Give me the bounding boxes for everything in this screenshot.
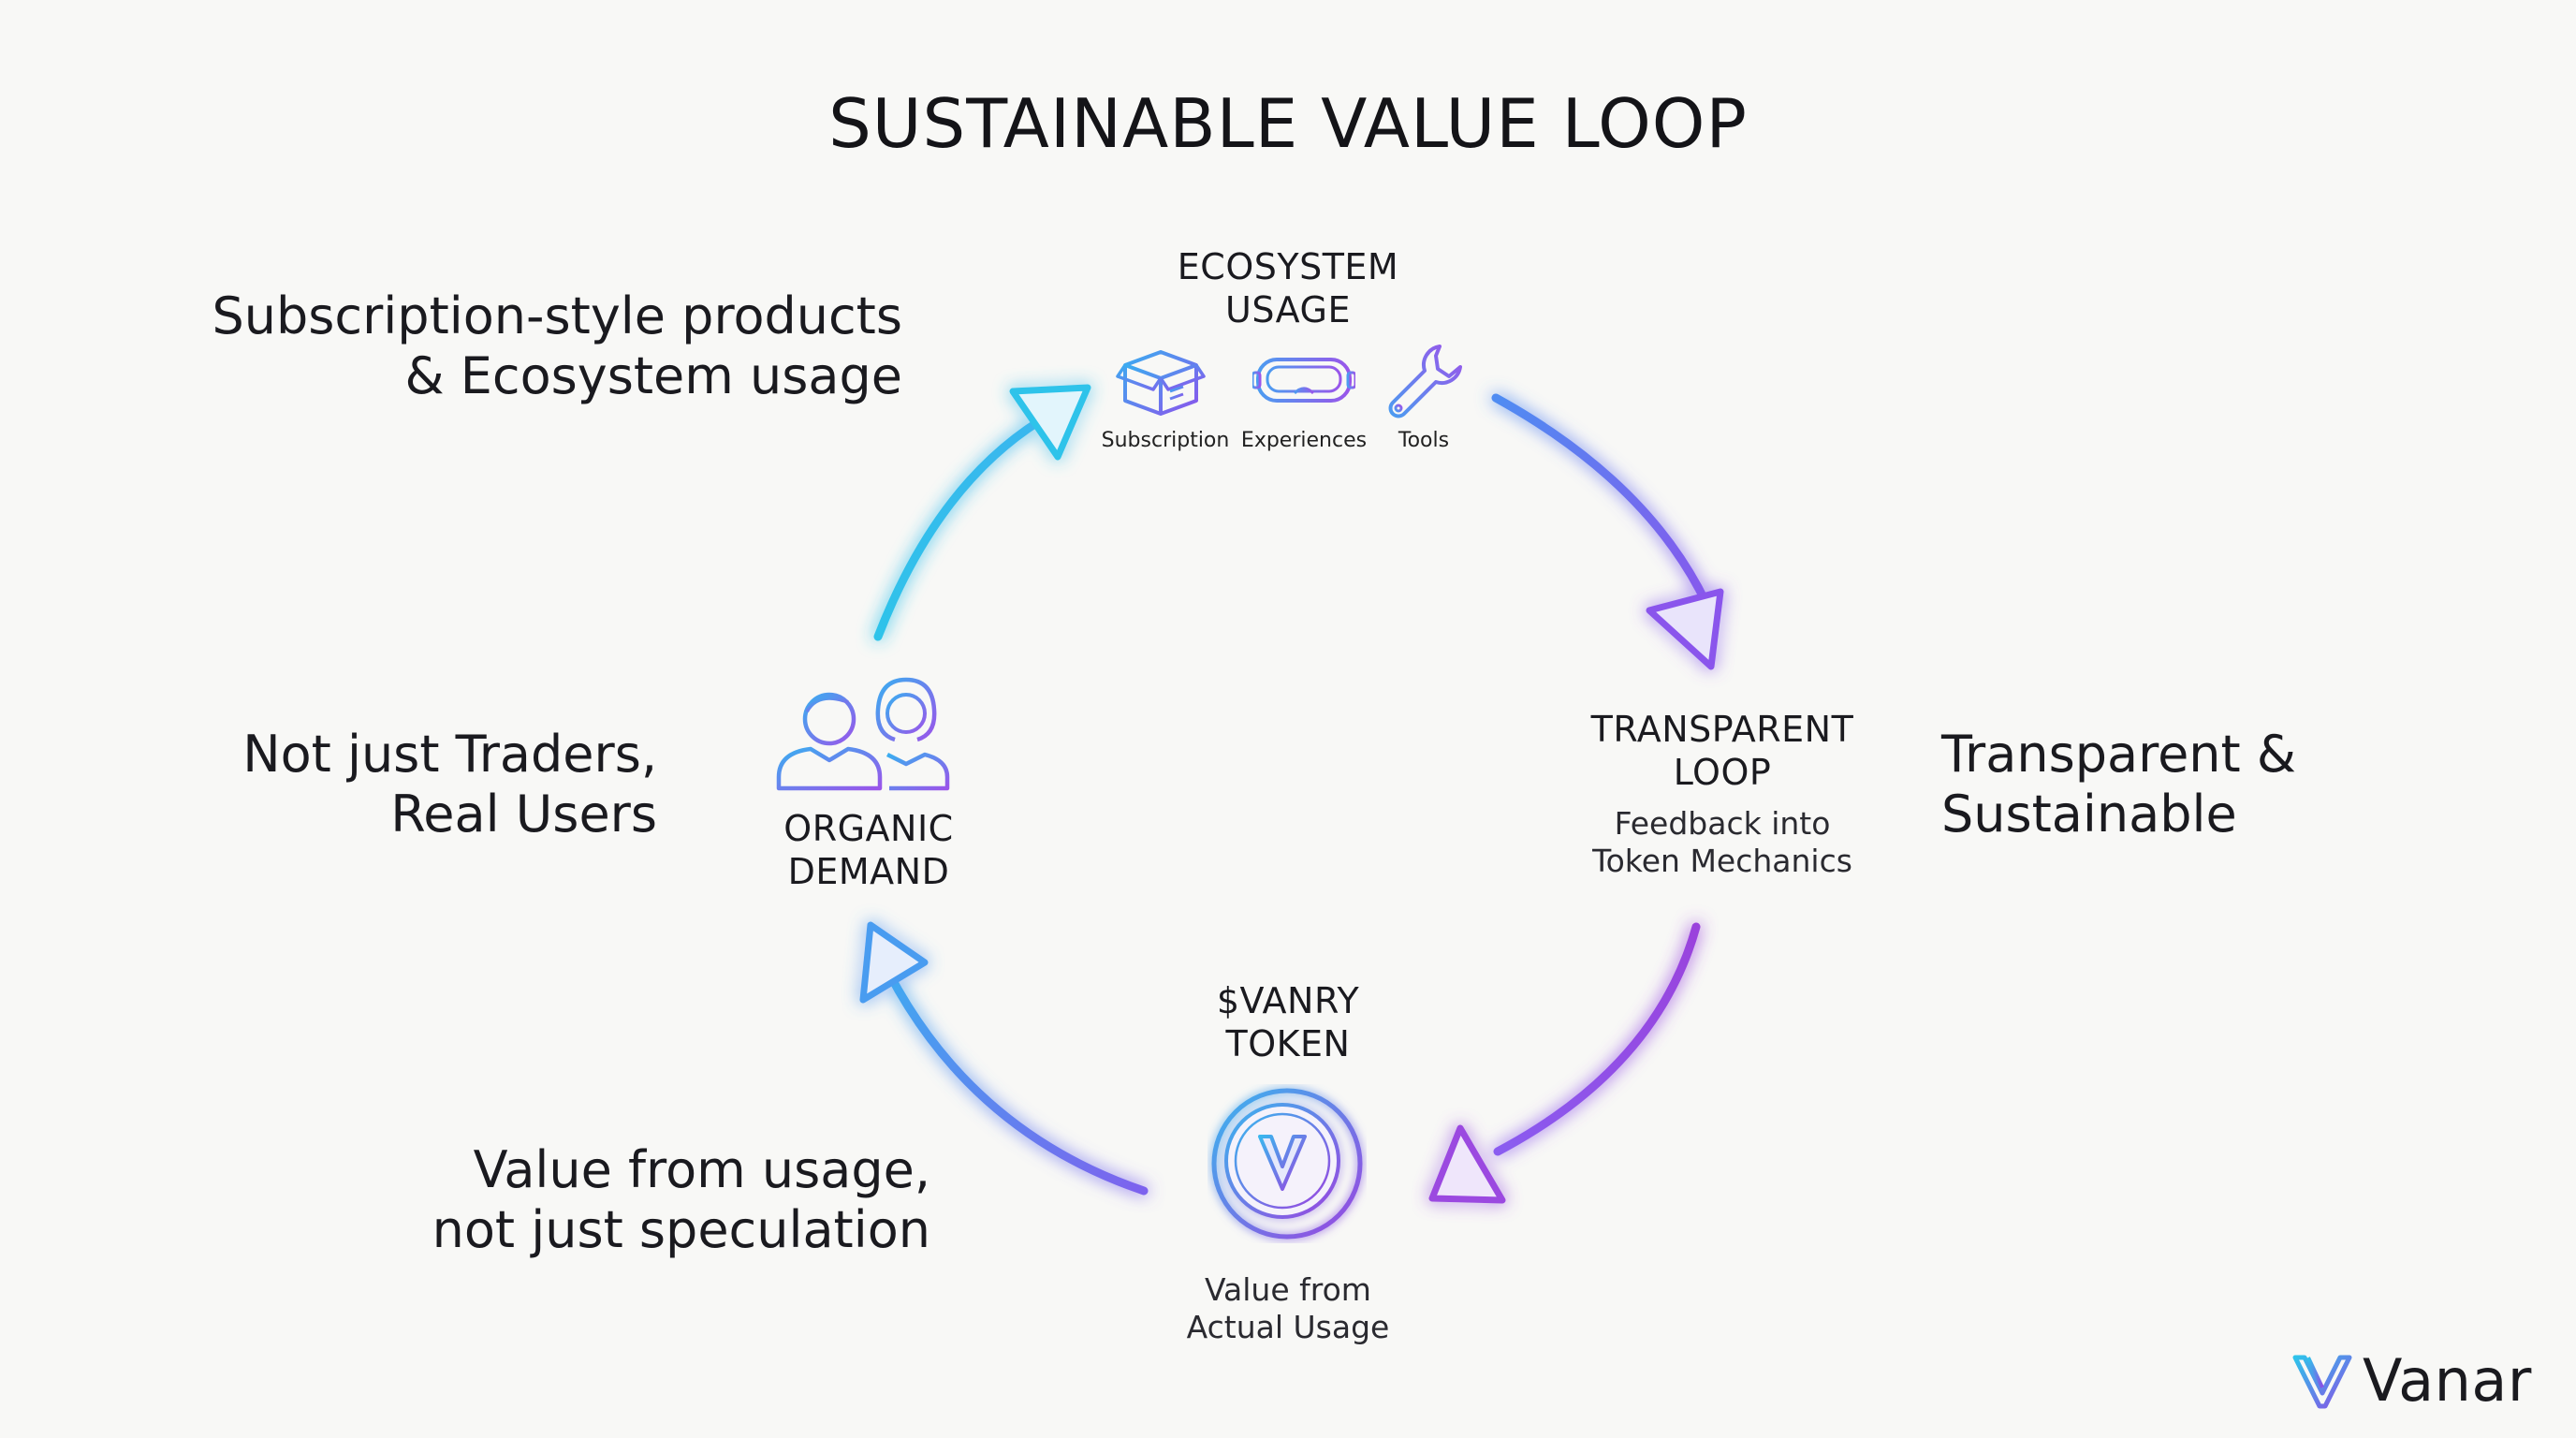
token-node-sub: Value from Actual Usage <box>1101 1271 1475 1346</box>
transparent-sub-line2: Token Mechanics <box>1592 843 1852 879</box>
page-title: SUSTAINABLE VALUE LOOP <box>828 84 1748 163</box>
box-icon <box>1116 350 1206 416</box>
side-mid-right-line2: Sustainable <box>1941 785 2237 844</box>
brand-name: Vanar <box>2363 1346 2532 1415</box>
users-icon <box>776 677 950 791</box>
organic-title-line2: DEMAND <box>787 851 950 892</box>
ecosystem-icon-subscription <box>1114 339 1208 418</box>
side-top-left-line2: & Ecosystem usage <box>404 346 902 405</box>
arrow-ecosystem-to-transparent <box>1491 393 1724 670</box>
token-sub-line2: Actual Usage <box>1186 1309 1390 1345</box>
side-top-left-line1: Subscription-style products <box>212 286 903 345</box>
ecosystem-label-tools: Tools <box>1398 429 1450 452</box>
ecosystem-icon-tools <box>1382 339 1466 423</box>
ecosystem-title-line1: ECOSYSTEM <box>1177 246 1399 287</box>
arrow-organic-to-ecosystem <box>873 384 1091 641</box>
transparent-title-line1: TRANSPARENT <box>1590 709 1854 750</box>
token-title-line1: $VANRY <box>1216 980 1360 1021</box>
arrow-token-to-organic <box>859 921 1149 1196</box>
side-label-mid-right: Transparent & Sustainable <box>1941 725 2466 844</box>
side-label-bottom-left: Value from usage, not just speculation <box>140 1140 930 1260</box>
organic-users <box>773 674 951 796</box>
side-mid-left-line1: Not just Traders, <box>242 725 657 784</box>
wrench-icon <box>1388 345 1462 418</box>
side-bottom-left-line2: not just speculation <box>432 1200 930 1259</box>
side-label-top-left: Subscription-style products & Ecosystem … <box>140 286 903 406</box>
token-title-line2: TOKEN <box>1225 1023 1351 1064</box>
ecosystem-icon-experiences <box>1252 346 1355 412</box>
ecosystem-title-line2: USAGE <box>1225 289 1351 330</box>
brand-logo: Vanar <box>2291 1346 2532 1415</box>
vanar-logo-icon <box>2292 1355 2352 1408</box>
side-mid-right-line1: Transparent & <box>1941 725 2296 784</box>
side-bottom-left-line1: Value from usage, <box>473 1140 930 1199</box>
token-node-title: $VANRY TOKEN <box>1101 979 1475 1065</box>
vr-headset-icon <box>1252 358 1355 403</box>
side-mid-left-line2: Real Users <box>390 785 657 844</box>
ecosystem-label-subscription: Subscription <box>1101 429 1230 452</box>
vanry-coin-icon <box>1211 1088 1363 1240</box>
token-sub-line1: Value from <box>1205 1271 1371 1308</box>
organic-title-line1: ORGANIC <box>783 808 954 849</box>
token-coin <box>1208 1084 1367 1243</box>
transparent-title-line2: LOOP <box>1673 752 1772 793</box>
ecosystem-label-experiences: Experiences <box>1240 429 1368 452</box>
transparent-loop-node: TRANSPARENT LOOP Feedback into Token Mec… <box>1535 708 1910 880</box>
organic-demand-title: ORGANIC DEMAND <box>681 807 1056 893</box>
transparent-sub-line1: Feedback into <box>1614 805 1831 842</box>
arrow-transparent-to-token <box>1428 922 1701 1204</box>
ecosystem-usage-title: ECOSYSTEM USAGE <box>1101 245 1475 331</box>
side-label-mid-left: Not just Traders, Real Users <box>140 725 657 844</box>
